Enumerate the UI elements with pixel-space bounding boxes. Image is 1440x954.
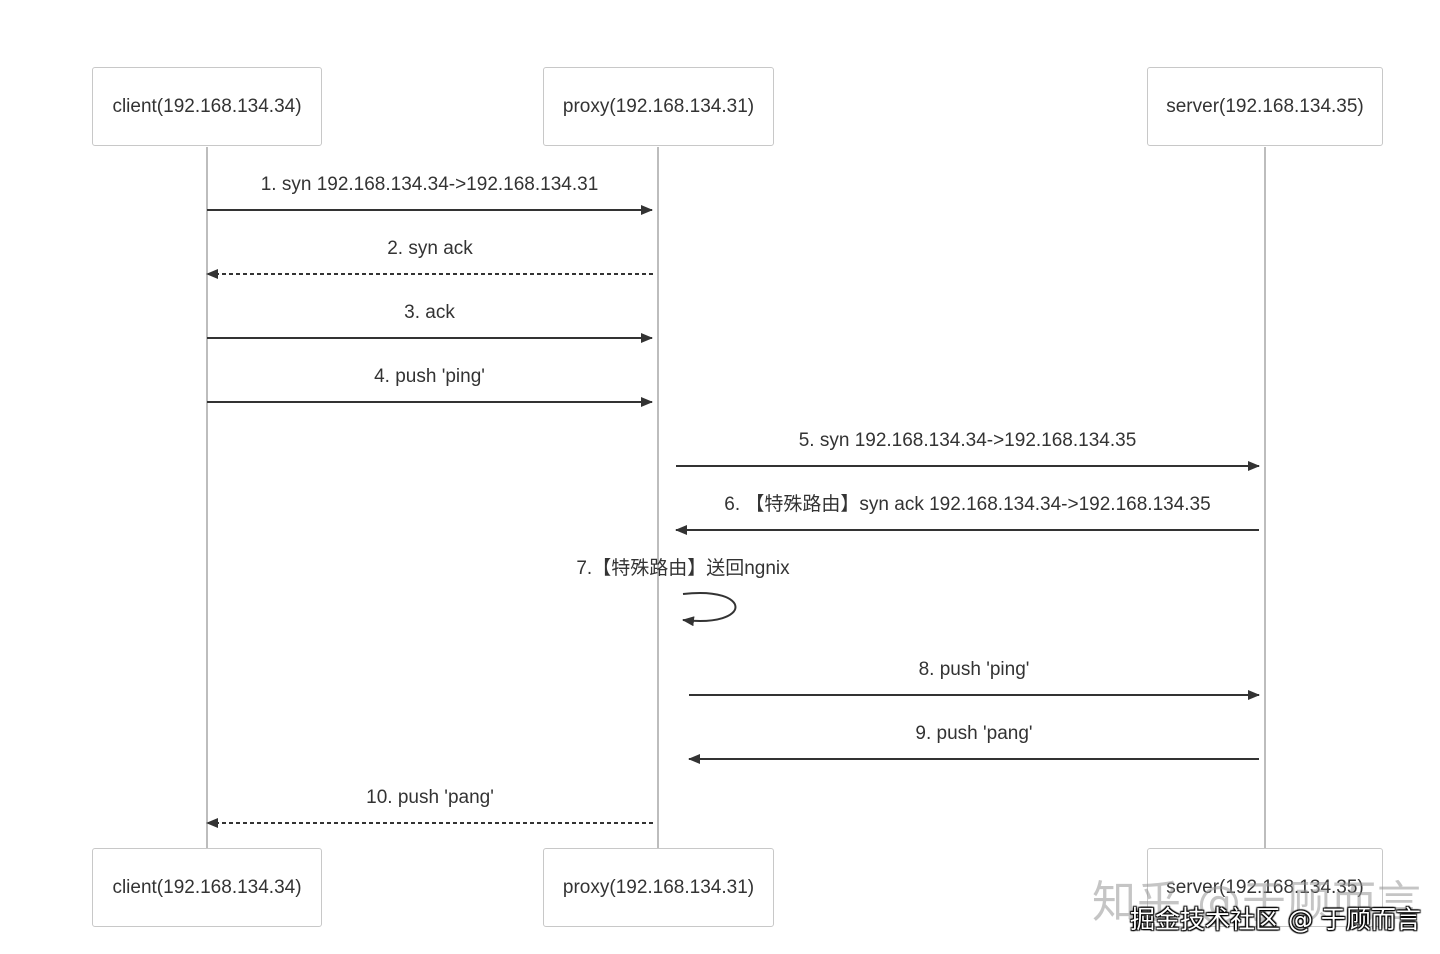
message-label: 6. 【特殊路由】syn ack 192.168.134.34->192.168… [724,493,1210,515]
message-label: 7.【特殊路由】送回ngnix [576,557,790,579]
self-message-arrow [682,592,737,627]
participant-server-bottom: server(192.168.134.35) [1147,848,1383,927]
message-8: 8. push 'ping' [689,659,1260,700]
message-1: 1. syn 192.168.134.34->192.168.134.31 [207,174,653,215]
message-3: 3. ack [207,302,653,343]
participant-label: server(192.168.134.35) [1166,876,1364,898]
message-label: 2. syn ack [387,238,473,259]
message-label: 4. push 'ping' [374,366,485,387]
message-label: 1. syn 192.168.134.34->192.168.134.31 [261,174,599,195]
participant-server-top: server(192.168.134.35) [1147,67,1383,146]
message-7: 7.【特殊路由】送回ngnix [576,557,790,627]
participant-label: client(192.168.134.34) [112,95,302,117]
message-2: 2. syn ack [206,238,653,279]
participant-label: proxy(192.168.134.31) [562,95,755,117]
watermark-juejin: 掘金技术社区 @ 于顾而言 [1130,905,1421,934]
participant-proxy-bottom: proxy(192.168.134.31) [543,848,774,927]
participant-client-top: client(192.168.134.34) [92,67,322,146]
message-label: 10. push 'pang' [366,787,494,808]
message-label: 9. push 'pang' [915,723,1032,744]
message-9: 9. push 'pang' [688,723,1259,764]
participant-client-bottom: client(192.168.134.34) [92,848,322,927]
message-label: 8. push 'ping' [919,659,1030,680]
message-6: 6. 【特殊路由】syn ack 192.168.134.34->192.168… [675,493,1259,535]
message-10: 10. push 'pang' [206,787,653,828]
watermark-zhihu: 知乎 @于顾而言 [1092,877,1422,928]
participant-label: client(192.168.134.34) [112,876,302,898]
participant-label: server(192.168.134.35) [1166,95,1364,117]
participant-label: proxy(192.168.134.31) [562,876,755,898]
message-4: 4. push 'ping' [207,366,653,407]
participant-proxy-top: proxy(192.168.134.31) [543,67,774,146]
message-label: 5. syn 192.168.134.34->192.168.134.35 [799,430,1137,451]
message-label: 3. ack [404,302,455,323]
message-5: 5. syn 192.168.134.34->192.168.134.35 [676,430,1260,471]
